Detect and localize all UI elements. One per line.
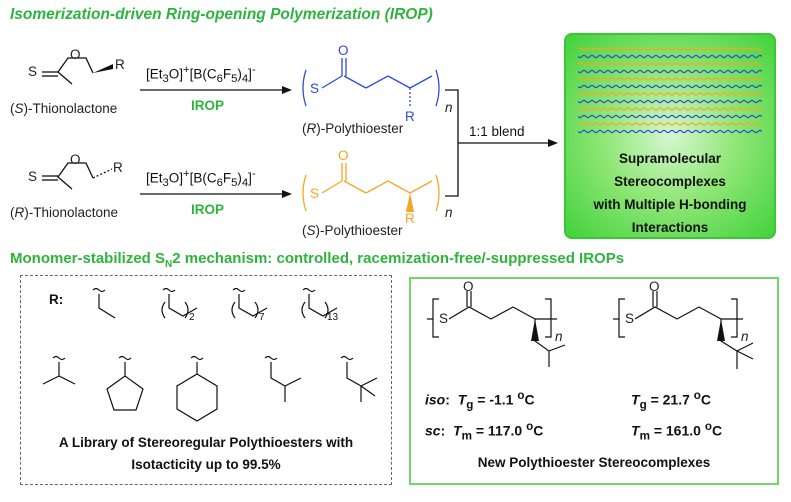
r-label: R:	[49, 292, 64, 307]
bottom-polymer-n: n	[445, 205, 453, 220]
library-caption-line-1: A Library of Stereoregular Polythioester…	[58, 435, 354, 450]
blend-label: 1:1 blend	[469, 124, 525, 139]
library-caption-line-2: Isotacticity up to 99.5%	[131, 457, 281, 472]
stereocomplex-line-2: Stereocomplexes	[614, 174, 726, 189]
stereocomplex-line-3: with Multiple H-bonding	[593, 197, 747, 212]
bottom-polymer-orange	[302, 163, 440, 212]
polymer-chain-wave	[578, 122, 762, 126]
bottom-monomer-name: (R)-Thionolactone	[10, 205, 119, 220]
polymer-chain-wave	[578, 77, 762, 81]
r-group-library-box: R:	[20, 275, 392, 485]
bottom-monomer-ring	[57, 162, 94, 190]
left-S: S	[439, 311, 449, 326]
top-monomer-name: (S)-Thionolactone	[10, 101, 118, 116]
bottom-monomer-hash-bond	[92, 168, 113, 179]
right-O: O	[649, 279, 660, 294]
bottom-monomer-R: R	[113, 160, 123, 175]
top-irop-label: IROP	[191, 98, 225, 113]
top-polymer-S: S	[310, 81, 320, 96]
right-tm: Tm = 161.0 oC	[631, 420, 723, 443]
top-polymer-blue	[302, 58, 440, 107]
bottom-polymer-S: S	[310, 186, 320, 201]
stereocomplex-line-4: Interactions	[631, 220, 709, 235]
polymer-chain-wave	[578, 62, 762, 66]
top-polymer-O: O	[338, 43, 349, 58]
right-n: n	[741, 329, 749, 344]
bottom-polymer-name: (S)-Polythioester	[302, 223, 403, 238]
new-stereocomplex-box: O S n O S n iso: Tg = -1.1 oC sc: Tm = 1…	[409, 277, 779, 485]
new-box-caption: New Polythioester Stereocomplexes	[477, 455, 711, 470]
bottom-catalyst: [Et3O]+[B(C6F5)4]-	[146, 168, 256, 190]
polymer-chain-waves	[578, 47, 762, 134]
scheme-title: Isomerization-driven Ring-opening Polyme…	[10, 6, 433, 23]
top-polymer-n: n	[445, 100, 453, 115]
top-monomer-wedge	[93, 64, 113, 73]
sub-2: 2	[189, 312, 195, 323]
bottom-irop-label: IROP	[191, 202, 225, 217]
bottom-polymer-R: R	[405, 211, 415, 226]
polymer-chain-wave	[578, 84, 762, 89]
polymer-chain-wave	[578, 69, 762, 74]
left-tm: sc: Tm = 117.0 oC	[425, 420, 544, 443]
polymer-chain-wave	[578, 54, 762, 59]
left-n: n	[555, 329, 563, 344]
top-monomer-S: S	[28, 64, 38, 79]
sub-13: 13	[327, 312, 339, 323]
top-monomer-ring	[57, 57, 94, 85]
bottom-polymer-O: O	[338, 148, 349, 163]
stereocomplex-line-1: Supramolecular	[618, 151, 722, 166]
new-polymer-structures	[427, 291, 754, 369]
left-tg: iso: Tg = -1.1 oC	[425, 389, 535, 412]
r-group-structures	[42, 287, 378, 422]
sub-7: 7	[259, 312, 265, 323]
stereocomplex-box: Supramolecular Stereocomplexes with Mult…	[564, 33, 776, 239]
stereocomplex-caption: Supramolecular Stereocomplexes with Mult…	[564, 147, 776, 239]
polymer-chain-wave	[578, 114, 762, 119]
polymer-chain-wave	[578, 129, 762, 134]
library-caption: A Library of Stereoregular Polythioester…	[21, 432, 391, 476]
top-polymer-name: (R)-Polythioester	[302, 121, 404, 136]
polymer-chain-wave	[578, 47, 762, 51]
right-tg: Tg = 21.7 oC	[631, 389, 712, 412]
left-O: O	[463, 279, 474, 294]
polymer-chain-wave	[578, 107, 762, 111]
top-monomer-O: O	[70, 47, 81, 62]
top-catalyst: [Et3O]+[B(C6F5)4]-	[146, 64, 256, 86]
bottom-monomer-S: S	[28, 169, 38, 184]
right-S: S	[625, 311, 635, 326]
top-monomer-R: R	[115, 57, 125, 72]
polymer-chain-wave	[578, 92, 762, 96]
polymer-chain-wave	[578, 99, 762, 104]
top-polymer-R: R	[405, 109, 415, 124]
bottom-monomer-O: O	[70, 152, 81, 167]
mechanism-title: Monomer-stabilized SN2 mechanism: contro…	[10, 250, 625, 270]
